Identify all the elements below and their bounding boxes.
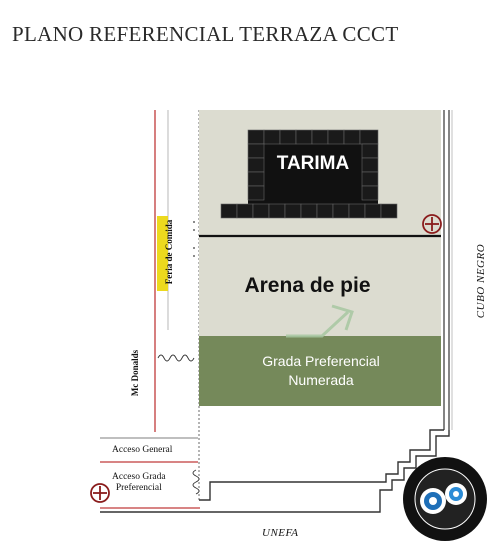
tarima-tiles [220, 129, 398, 219]
arena-label: Arena de pie [244, 274, 371, 297]
map-title: PLANO REFERENCIAL TERRAZA CCCT [12, 22, 399, 46]
grada-label: Grada Preferencial Numerada [232, 352, 410, 390]
coil-decoration [157, 354, 200, 495]
tarima-stage [248, 130, 378, 218]
acceso-grada-line1: Acceso Grada [112, 472, 166, 482]
directional-arrow-icon [286, 304, 354, 338]
tarima-label: TARIMA [276, 153, 350, 174]
feria-tag [157, 216, 168, 291]
cubo-negro-label: CUBO NEGRO [475, 243, 487, 319]
first-aid-icon [90, 483, 110, 503]
grada-label-line2: Numerada [288, 372, 354, 388]
dot-markers [193, 221, 195, 257]
mcdonalds-label: Mc Donalds [130, 349, 140, 397]
first-aid-icon [422, 214, 442, 234]
acceso-grada-line2: Preferencial [115, 483, 162, 493]
lower-boundary [100, 429, 450, 513]
grada-preferencial-area [199, 336, 441, 406]
feria-label: Feria de Comida [164, 219, 174, 285]
acceso-grada-label: Acceso Grada Preferencial [112, 472, 166, 494]
acceso-general-label: Acceso General [112, 445, 173, 455]
logo-icon [403, 457, 487, 541]
grada-label-line1: Grada Preferencial [262, 353, 380, 369]
unefa-label: UNEFA [262, 527, 299, 539]
